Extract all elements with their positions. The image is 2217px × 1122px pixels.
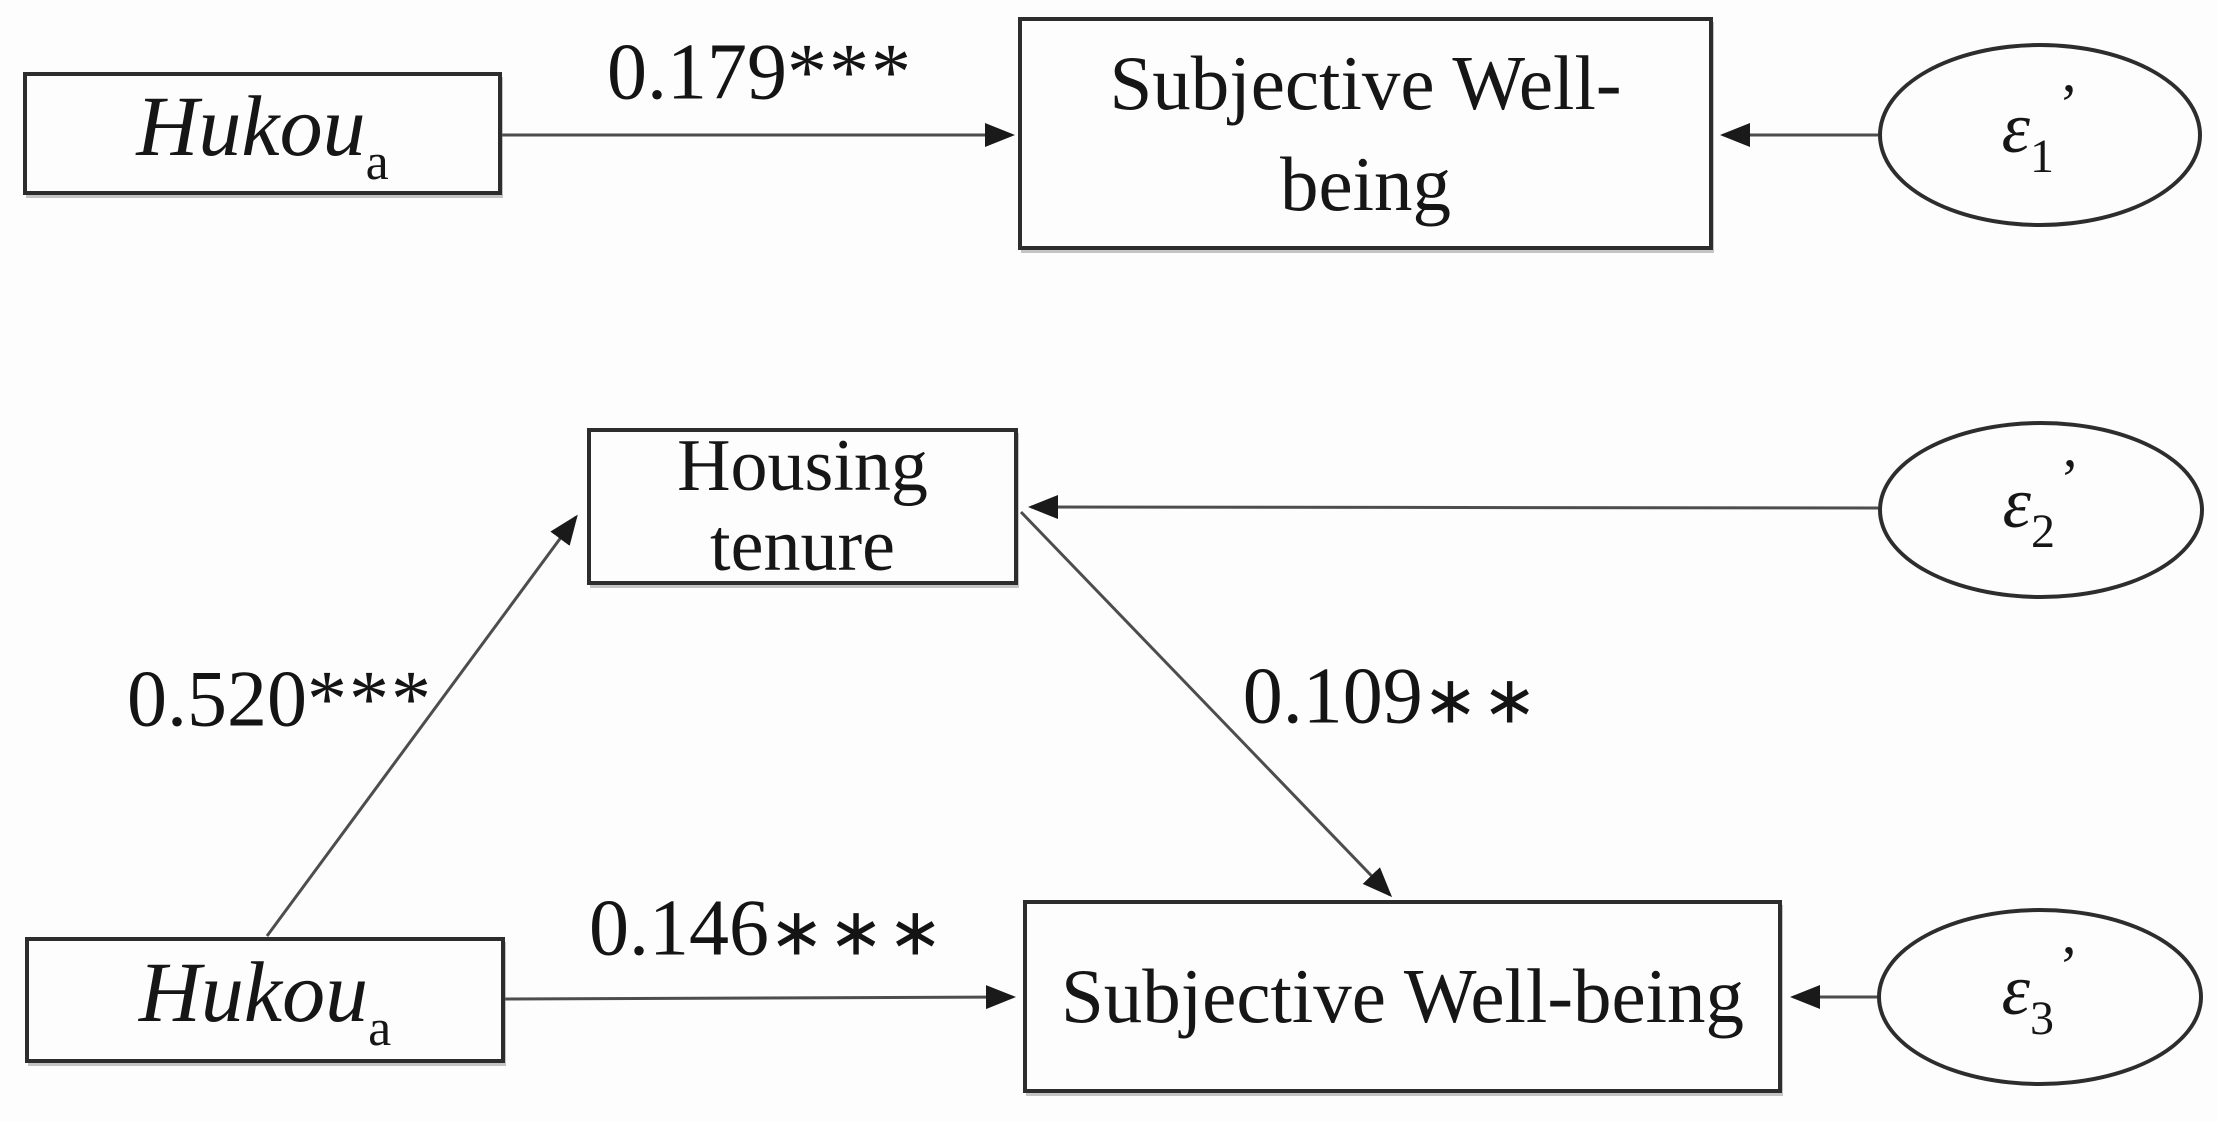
node-error-term-2: ε2’ <box>1878 421 2204 599</box>
significance-stars: ∗∗∗ <box>769 893 947 971</box>
arrow-hukou-to-housing-a-path <box>265 514 578 937</box>
node-hukou-top: Hukoua <box>23 72 502 195</box>
significance-stars: ∗∗ <box>1422 661 1542 739</box>
arrow-eps2-to-housing <box>1028 495 1879 520</box>
node-error-term-3: ε3’ <box>1877 908 2203 1086</box>
coefficient-b-path: 0.109∗∗ <box>1242 652 1542 741</box>
node-subjective-wellbeing-top: Subjective Well-being <box>1018 17 1713 250</box>
node-subjective-wellbeing-bottom: Subjective Well-being <box>1023 900 1782 1093</box>
node-hukou-bottom: Hukoua <box>25 937 505 1063</box>
node-eps2-label: ε2’ <box>2002 446 2080 558</box>
node-hukou-top-label: Hukoua <box>136 77 389 191</box>
node-eps1-label: ε1’ <box>2001 71 2079 183</box>
node-swb-top-label: Subjective Well-being <box>1109 40 1622 227</box>
arrow-hukou-to-swb-direct <box>504 985 1016 1010</box>
arrow-housing-to-swb-b-path <box>1019 510 1393 898</box>
node-eps3-label: ε3’ <box>2001 933 2079 1045</box>
node-hukou-bottom-label: Hukoua <box>138 944 392 1057</box>
node-error-term-1: ε1’ <box>1878 43 2202 227</box>
node-swb-bottom-label: Subjective Well-being <box>1060 953 1745 1039</box>
coefficient-a-path: 0.520*** <box>127 655 433 744</box>
coefficient-total-effect: 0.179*** <box>607 28 913 117</box>
significance-stars: *** <box>787 28 913 117</box>
coefficient-direct-effect: 0.146∗∗∗ <box>589 884 947 973</box>
significance-stars: *** <box>307 655 433 744</box>
